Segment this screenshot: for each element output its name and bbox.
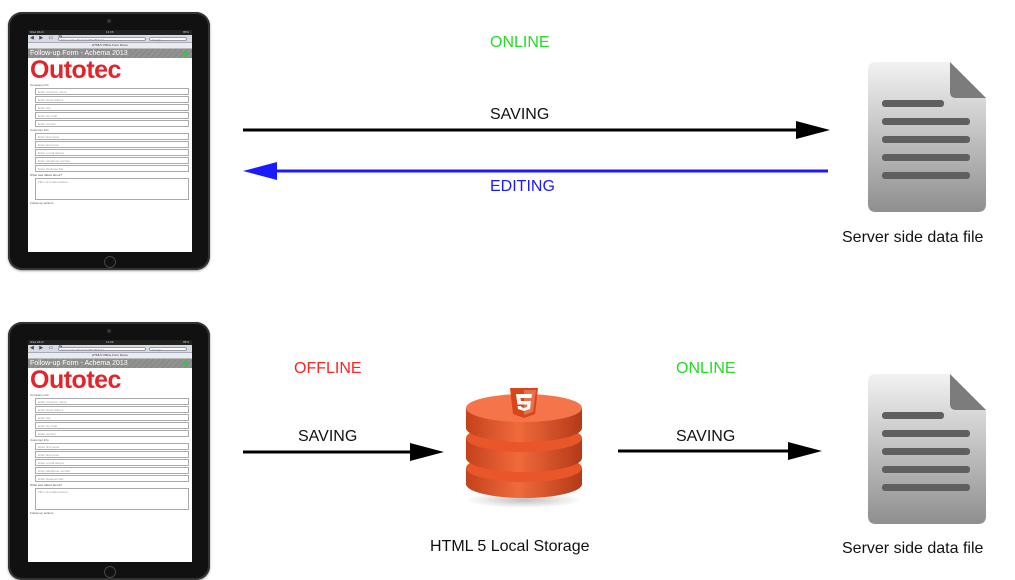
- customer-field[interactable]: Enter business title: [35, 165, 189, 172]
- page-tab: HTML5 Offline Form Demo: [28, 353, 192, 359]
- company-field[interactable]: Enter country: [35, 120, 189, 127]
- customer-field[interactable]: Enter e-mail adress: [35, 149, 189, 156]
- search-field[interactable]: Google: [149, 346, 187, 352]
- editing-label: EDITING: [490, 178, 555, 195]
- document-icon: [868, 62, 986, 212]
- editing-arrow: [243, 162, 828, 180]
- customer-field[interactable]: Enter e-mail adress: [35, 459, 189, 466]
- browser-toolbar: ◀ ▶ ▭ ⧉ home.raine.fi/outotec/html5-form…: [28, 345, 192, 353]
- page-tab: HTML5 Offline Form Demo: [28, 43, 192, 49]
- camera-icon: [107, 19, 111, 23]
- company-field[interactable]: Enter zip code: [35, 422, 189, 429]
- customer-field[interactable]: Enter business title: [35, 475, 189, 482]
- outotec-logo: Outotec: [30, 56, 121, 84]
- section-customer: Customer info: [30, 438, 49, 442]
- status-bar: iPad Wi-Fi 14:06 95%: [28, 340, 192, 345]
- customer-field[interactable]: Enter first name: [35, 133, 189, 140]
- customer-field[interactable]: Enter first name: [35, 443, 189, 450]
- form-screen-top: iPad Wi-Fi 14:06 95% ◀ ▶ ▭ ⧉ home.raine.…: [28, 30, 192, 252]
- company-field[interactable]: Enter company name: [35, 88, 189, 95]
- company-field[interactable]: Enter country: [35, 430, 189, 437]
- outotec-logo: Outotec: [30, 366, 121, 394]
- customer-field[interactable]: Enter telephone number: [35, 467, 189, 474]
- saving-arrow-bottom-right: [618, 442, 822, 460]
- form-title-bar: Follow-up Form - Achema 2013: [28, 49, 192, 58]
- online-status-icon: [184, 52, 188, 56]
- home-button-icon: [104, 256, 116, 268]
- section-followup: Follow-up actions: [30, 201, 54, 205]
- saving-label-bottom-left: SAVING: [298, 428, 358, 445]
- company-field[interactable]: Enter city: [35, 104, 189, 111]
- customer-field[interactable]: Enter last name: [35, 141, 189, 148]
- ipad-top: iPad Wi-Fi 14:06 95% ◀ ▶ ▭ ⧉ home.raine.…: [8, 12, 210, 270]
- storage-caption: HTML 5 Local Storage: [430, 538, 590, 555]
- customer-field[interactable]: Enter last name: [35, 451, 189, 458]
- saving-label-bottom-right: SAVING: [676, 428, 736, 445]
- customer-field[interactable]: Enter telephone number: [35, 157, 189, 164]
- company-field[interactable]: Enter zip code: [35, 112, 189, 119]
- document-icon: [868, 374, 986, 524]
- search-field[interactable]: Google: [149, 36, 187, 42]
- url-field[interactable]: home.raine.fi/outotec/html5-form: [58, 36, 146, 41]
- company-field[interactable]: Enter city: [35, 414, 189, 421]
- talk-textarea[interactable]: Fill in text talked about: [35, 488, 189, 510]
- section-talk: What was talked about?: [30, 173, 63, 177]
- online-label-bottom: ONLINE: [676, 360, 736, 377]
- status-bar: iPad Wi-Fi 14:06 95%: [28, 30, 192, 35]
- nav-arrows-icon[interactable]: ◀ ▶ ▭ ⧉: [30, 35, 65, 41]
- section-customer: Customer info: [30, 128, 49, 132]
- company-field[interactable]: Enter street adress: [35, 406, 189, 413]
- company-field[interactable]: Enter street adress: [35, 96, 189, 103]
- camera-icon: [107, 329, 111, 333]
- saving-label-top: SAVING: [490, 106, 550, 123]
- ipad-bottom: iPad Wi-Fi 14:06 95% ◀ ▶ ▭ ⧉ home.raine.…: [8, 322, 210, 580]
- saving-arrow-bottom-left: [243, 443, 444, 461]
- section-followup: Follow-up actions: [30, 511, 54, 515]
- bottom-arrows: [243, 442, 822, 461]
- form-screen-bottom: iPad Wi-Fi 14:06 95% ◀ ▶ ▭ ⧉ home.raine.…: [28, 340, 192, 562]
- company-field[interactable]: Enter company name: [35, 398, 189, 405]
- browser-toolbar: ◀ ▶ ▭ ⧉ home.raine.fi/outotec/html5-form…: [28, 35, 192, 43]
- online-label-top: ONLINE: [490, 34, 550, 51]
- section-company: Company info: [30, 393, 49, 397]
- html5-database-icon: [466, 388, 582, 508]
- server-caption-top: Server side data file: [842, 229, 984, 246]
- top-arrows: [243, 121, 830, 180]
- server-caption-bottom: Server side data file: [842, 540, 984, 557]
- form-title-bar: Follow-up Form - Achema 2013: [28, 359, 192, 368]
- offline-label: OFFLINE: [294, 360, 362, 377]
- section-talk: What was talked about?: [30, 483, 63, 487]
- section-company: Company info: [30, 83, 49, 87]
- saving-arrow-top: [243, 121, 830, 139]
- url-field[interactable]: home.raine.fi/outotec/html5-form: [58, 346, 146, 351]
- online-status-icon: [184, 362, 188, 366]
- talk-textarea[interactable]: Fill in text talked about: [35, 178, 189, 200]
- nav-arrows-icon[interactable]: ◀ ▶ ▭ ⧉: [30, 345, 65, 351]
